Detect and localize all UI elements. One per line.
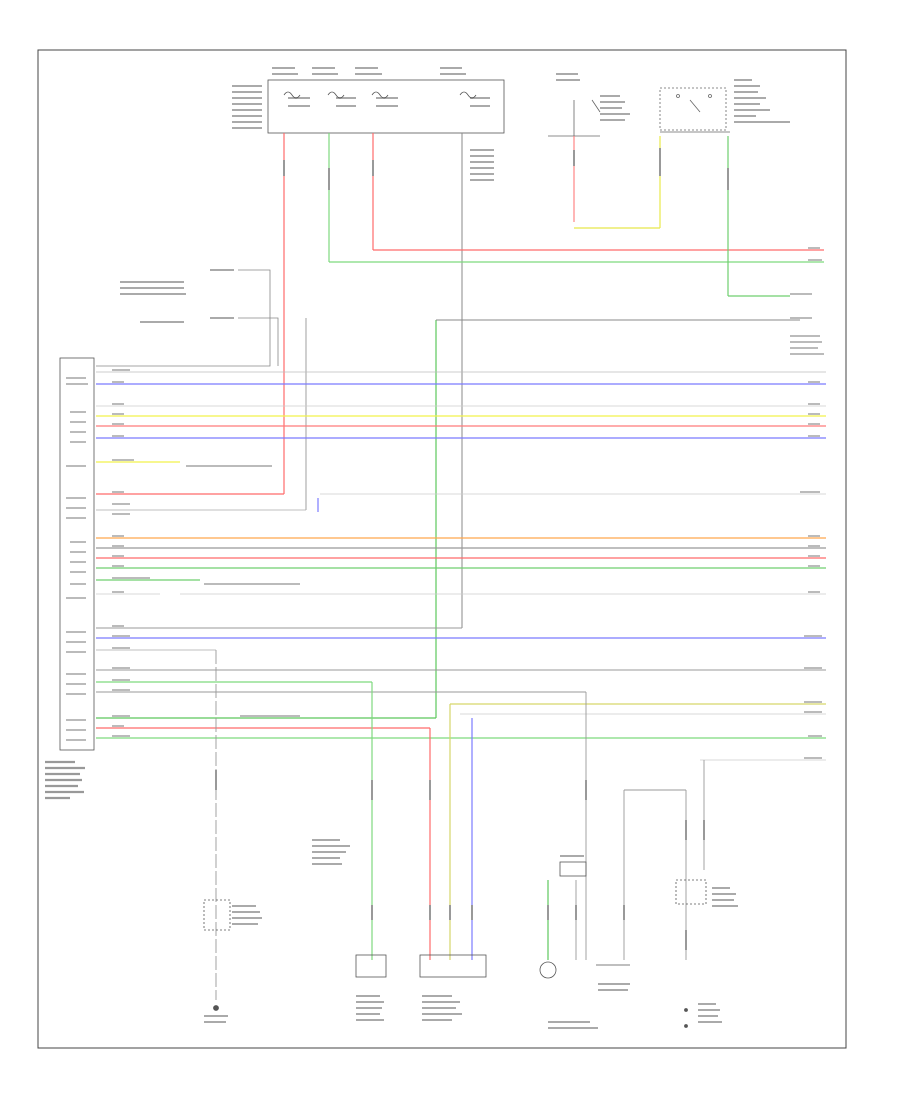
- left-switch-labels: [120, 269, 234, 323]
- wire-color-tags: [66, 247, 824, 759]
- lower-vertical-wires: [215, 650, 705, 1000]
- control-module-caption: [45, 760, 85, 800]
- harness-wires: [96, 371, 826, 761]
- top-right-component-labels: [556, 73, 790, 123]
- relay-component: [548, 87, 730, 137]
- fuse-symbols: [283, 91, 477, 99]
- fuse-box-labels: [232, 67, 494, 181]
- control-module-block: [59, 357, 95, 751]
- left-switch-wires: [96, 269, 307, 510]
- lower-labels: [204, 839, 738, 1029]
- lower-components: [203, 861, 707, 1028]
- vertical-wire-tags: [215, 148, 729, 950]
- diagram-border: [37, 49, 847, 1049]
- fuse-box: [267, 79, 505, 134]
